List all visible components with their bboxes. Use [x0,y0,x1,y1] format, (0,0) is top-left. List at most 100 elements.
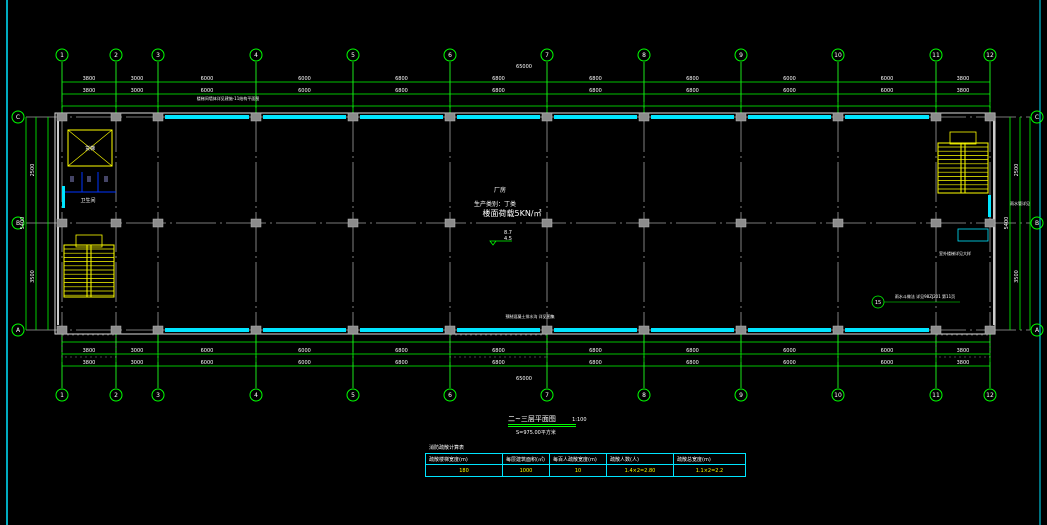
axis-bubble [983,388,997,402]
axis-bubble [151,388,165,402]
column [250,325,262,335]
dimension-text: 6800 [492,348,505,354]
evacuation-table: 消防疏散计算表 疏散楼梯宽度(m)每层建筑面积(㎡)每百人疏散宽度(m)疏散人数… [425,444,746,477]
elevator-shaft [67,129,113,167]
dimension-text: 3000 [131,348,144,354]
column [444,218,456,228]
axis-label: B [16,220,20,227]
axis-label: 5 [351,52,355,59]
stair-landing [949,131,977,145]
axis-label: 5 [351,392,355,399]
overall-dimension: 65000 [516,376,532,382]
dimension-text: 3500 [30,270,36,283]
axis-label: 10 [834,52,842,59]
window-wall [263,328,346,332]
level-mark: 8.7 [504,230,512,236]
table-cell: 1000 [502,464,550,477]
window-wall [748,115,831,119]
column [347,218,359,228]
axis-bubble [1030,216,1044,230]
table-cell: 1.1×2=2.2 [673,464,746,477]
dimension-text: 6800 [395,360,408,366]
dimension-text: 6800 [492,360,505,366]
dimension-text: 6000 [783,76,796,82]
column [56,112,68,122]
detail-number: 15 [875,300,881,306]
toilet-fixture [87,176,91,182]
axis-label: A [16,327,21,334]
stair-handrail [960,142,966,194]
table-header-row: 疏散楼梯宽度(m)每层建筑面积(㎡)每百人疏散宽度(m)疏散人数(人)疏散总宽度… [425,453,746,465]
ramp-hatch [61,334,117,358]
axis-label: 1 [60,52,64,59]
hall-name: 厂房 [494,186,506,194]
axis-label: A [1035,327,1040,334]
drawing-title: 二~三层平面图 [508,415,556,423]
window-wall [165,328,249,332]
dimension-text: 6800 [589,348,602,354]
axis-label: 11 [932,52,940,59]
dimension-text: 6000 [298,88,311,94]
column [541,218,553,228]
note-text: 预制混凝土排水沟 详见图集 [505,313,554,319]
column [152,218,164,228]
axis-label: 11 [932,392,940,399]
axis-bubble [11,110,25,124]
axis-bubble [109,48,123,62]
axis-label: 7 [545,52,549,59]
axis-bubble [55,48,69,62]
table: 疏散楼梯宽度(m)每层建筑面积(㎡)每百人疏散宽度(m)疏散人数(人)疏散总宽度… [425,453,746,477]
axis-label: 10 [834,392,842,399]
dimension-text: 6000 [783,360,796,366]
axis-label: 7 [545,392,549,399]
axis-label: 12 [986,392,994,399]
hall-class: 生产类别：丁类 [474,200,516,208]
toilet-label: 卫生间 [80,197,95,204]
dimension-text: 6000 [298,348,311,354]
dimension-text: 6800 [492,88,505,94]
axis-bubble [1030,323,1044,337]
column [110,218,122,228]
column [638,112,650,122]
window-wall [845,328,929,332]
toilet-fixture [70,176,74,182]
axis-label: 2 [114,52,118,59]
dimension-text: 6000 [298,360,311,366]
table-header-cell: 疏散楼梯宽度(m) [425,453,503,465]
window-wall [651,328,734,332]
dimension-text: 3500 [1014,270,1020,283]
dimension-text: 6000 [881,348,894,354]
axis-label: 4 [254,52,258,59]
axis-bubble [637,48,651,62]
dimension-text: 3000 [131,360,144,366]
column [347,325,359,335]
dimension-text: 6800 [395,348,408,354]
dimension-text: 6000 [881,360,894,366]
table-caption: 消防疏散计算表 [429,445,465,451]
dimension-text: 3800 [83,76,96,82]
dimension-text: 3800 [957,348,970,354]
dimension-text: 5400 [1004,217,1010,230]
axis-label: 4 [254,392,258,399]
dimension-text: 6800 [686,360,699,366]
column [250,218,262,228]
column [152,112,164,122]
axis-bubble [734,388,748,402]
dimension-text: 6800 [395,76,408,82]
window-wall [62,186,65,208]
dimension-text: 3800 [957,76,970,82]
column [347,112,359,122]
axis-label: 6 [448,392,452,399]
axis-bubble [249,48,263,62]
toilet-fixture [104,176,108,182]
dimension-text: 6000 [783,88,796,94]
dimension-text: 3800 [957,360,970,366]
dimension-text: 6000 [783,348,796,354]
level-mark: 4.5 [504,236,512,242]
axis-label: 3 [156,52,160,59]
axis-bubble [540,388,554,402]
dimension-text: 6800 [589,76,602,82]
window-wall [457,115,540,119]
